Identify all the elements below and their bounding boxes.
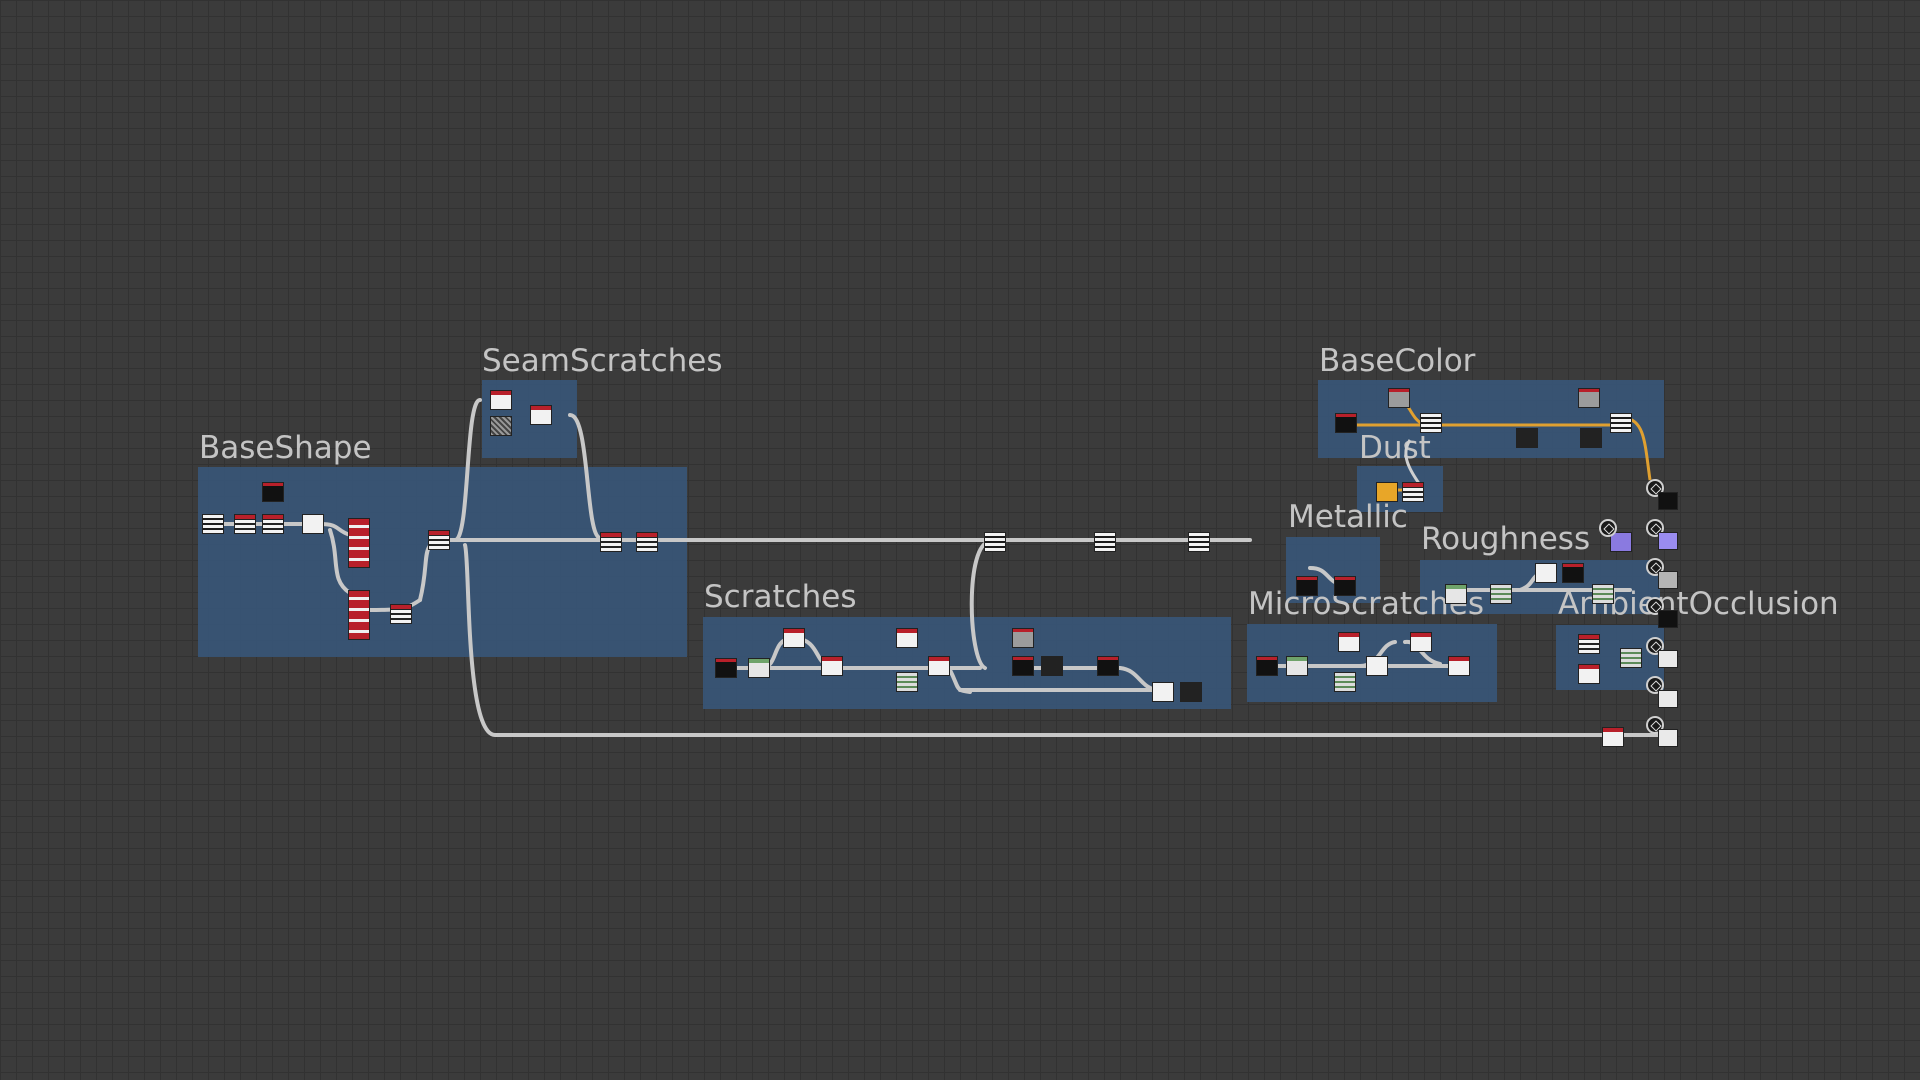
- node-ao-3[interactable]: [1620, 648, 1642, 668]
- node-bs-out-2[interactable]: [636, 532, 658, 552]
- node-trunk-2[interactable]: [1094, 532, 1116, 552]
- node-trunk-1[interactable]: [984, 532, 1006, 552]
- node-ms-3[interactable]: [1334, 672, 1356, 692]
- node-sc-2[interactable]: [748, 658, 770, 678]
- node-sc-10[interactable]: [1041, 656, 1063, 676]
- node-sc-4[interactable]: [821, 656, 843, 676]
- output-mask-preview[interactable]: [1658, 690, 1678, 708]
- node-bc-1[interactable]: [1335, 413, 1357, 433]
- frame-ambient-occlusion[interactable]: [1556, 625, 1664, 690]
- node-bs-input-1[interactable]: [202, 514, 224, 534]
- wire-bs-2: [318, 522, 352, 537]
- node-dust-2[interactable]: [1402, 482, 1424, 502]
- node-bs-out-1[interactable]: [600, 532, 622, 552]
- node-bc-2[interactable]: [1388, 388, 1410, 408]
- node-bc-6[interactable]: [1580, 428, 1602, 448]
- node-sc-6[interactable]: [896, 672, 918, 692]
- node-sc-3[interactable]: [783, 628, 805, 648]
- node-bc-7[interactable]: [1610, 413, 1632, 433]
- node-bs-dark[interactable]: [262, 482, 284, 502]
- node-sc-1[interactable]: [715, 658, 737, 678]
- frame-base-color[interactable]: [1318, 380, 1664, 458]
- frame-title-roughness: Roughness: [1421, 521, 1591, 557]
- node-sc-5[interactable]: [896, 628, 918, 648]
- node-sc-11[interactable]: [1097, 656, 1119, 676]
- wire-dust-up: [1404, 439, 1422, 486]
- node-r-2[interactable]: [1490, 584, 1512, 604]
- node-trunk-3[interactable]: [1188, 532, 1210, 552]
- frame-title-scratches: Scratches: [704, 579, 857, 615]
- wire-bottom-ao: [463, 543, 1622, 737]
- frame-title-dust: Dust: [1359, 430, 1431, 466]
- wire-scratches-branch: [969, 540, 992, 670]
- node-ms-6[interactable]: [1410, 632, 1432, 652]
- output-height-preview[interactable]: [1658, 610, 1678, 628]
- frame-title-micro-scratches: MicroScratches: [1248, 586, 1484, 622]
- node-r-1[interactable]: [1445, 584, 1467, 604]
- node-r-3[interactable]: [1535, 563, 1557, 583]
- node-ms-2[interactable]: [1286, 656, 1308, 676]
- wire-seam-down: [568, 413, 602, 540]
- output-ao-preview[interactable]: [1658, 650, 1678, 668]
- frame-title-base-shape: BaseShape: [199, 430, 372, 466]
- node-m-1[interactable]: [1296, 576, 1318, 596]
- wire-seam-up: [453, 398, 482, 542]
- node-bs-red-1[interactable]: [348, 518, 370, 568]
- output-basecolor-preview[interactable]: [1658, 492, 1678, 510]
- node-ms-7[interactable]: [1448, 656, 1470, 676]
- node-bc-3[interactable]: [1420, 413, 1442, 433]
- node-ao-1[interactable]: [1578, 634, 1600, 654]
- output-normal-icon[interactable]: [1599, 519, 1617, 537]
- node-ms-4[interactable]: [1338, 632, 1360, 652]
- node-ms-1[interactable]: [1256, 656, 1278, 676]
- node-r-purple[interactable]: [1610, 532, 1632, 552]
- frame-title-seam-scratches: SeamScratches: [482, 343, 723, 379]
- node-dust-1[interactable]: [1376, 482, 1398, 502]
- node-sc-8[interactable]: [1012, 628, 1034, 648]
- node-m-2[interactable]: [1334, 576, 1356, 596]
- node-seam-1[interactable]: [490, 390, 512, 410]
- node-bottom-input[interactable]: [1602, 727, 1624, 747]
- node-sc-13[interactable]: [1180, 682, 1202, 702]
- node-bs-blend[interactable]: [428, 530, 450, 550]
- node-r-5[interactable]: [1592, 584, 1614, 604]
- node-sc-12[interactable]: [1152, 682, 1174, 702]
- frame-title-base-color: BaseColor: [1319, 343, 1476, 379]
- output-normal-preview[interactable]: [1658, 532, 1678, 550]
- node-bs-input-3[interactable]: [262, 514, 284, 534]
- node-r-4[interactable]: [1562, 563, 1584, 583]
- node-sc-9[interactable]: [1012, 656, 1034, 676]
- node-bc-5[interactable]: [1578, 388, 1600, 408]
- wire-bs-3: [328, 528, 352, 595]
- output-bottom-preview[interactable]: [1658, 729, 1678, 747]
- node-ao-2[interactable]: [1578, 664, 1600, 684]
- node-bs-stack[interactable]: [390, 604, 412, 624]
- wire-ms-2: [1358, 640, 1397, 668]
- node-sc-7[interactable]: [928, 656, 950, 676]
- node-bs-input-2[interactable]: [234, 514, 256, 534]
- frame-title-metallic: Metallic: [1288, 499, 1408, 535]
- node-bs-red-2[interactable]: [348, 590, 370, 640]
- node-seam-noise[interactable]: [490, 416, 512, 436]
- node-ms-5[interactable]: [1366, 656, 1388, 676]
- node-bs-white[interactable]: [302, 514, 324, 534]
- node-seam-2[interactable]: [530, 405, 552, 425]
- node-bc-4[interactable]: [1516, 428, 1538, 448]
- output-roughness-preview[interactable]: [1658, 571, 1678, 589]
- output-mask-icon[interactable]: [1646, 676, 1664, 694]
